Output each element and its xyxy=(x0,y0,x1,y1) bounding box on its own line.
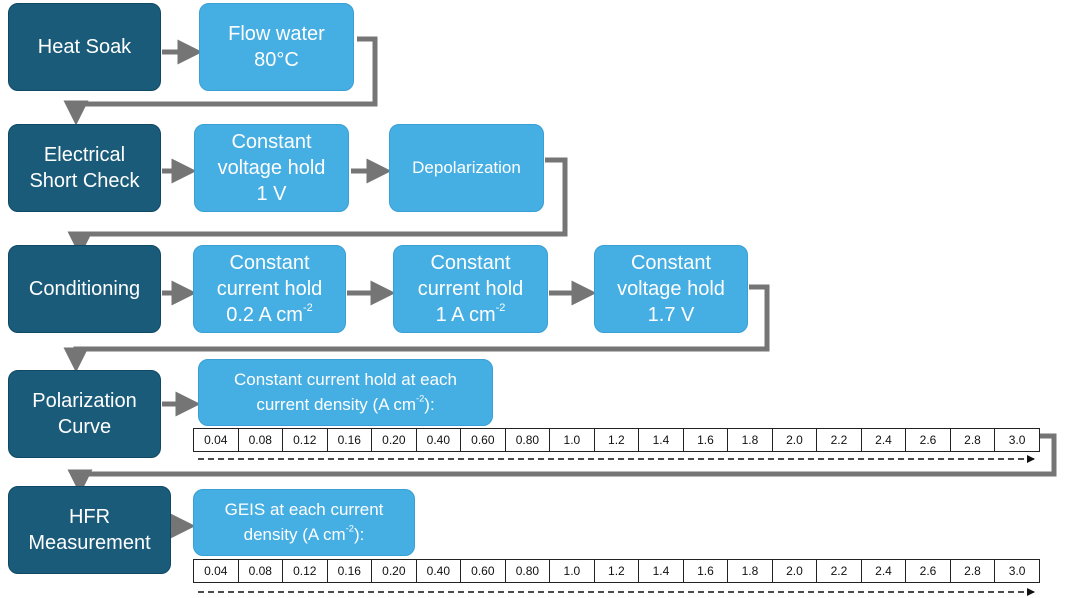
current-density-cell: 2.6 xyxy=(905,428,951,452)
current-density-cell: 1.8 xyxy=(727,428,773,452)
current-density-cell: 2.8 xyxy=(949,559,996,583)
current-density-cell: 2.2 xyxy=(816,559,862,583)
current-density-cell: 2.8 xyxy=(949,428,996,452)
current-density-cell: 0.20 xyxy=(371,559,417,583)
step-label: Polarization xyxy=(32,390,137,412)
action-line: Constant xyxy=(630,252,712,274)
current-density-cell: 0.60 xyxy=(460,428,506,452)
current-density-cell: 2.4 xyxy=(860,559,907,583)
action-line: 1.7 V xyxy=(647,304,695,326)
action-line: current hold xyxy=(417,278,524,300)
current-density-cell: 1.6 xyxy=(682,559,729,583)
action-line: voltage hold xyxy=(217,157,326,179)
arrow-wrap-row1 xyxy=(63,36,378,126)
current-density-cell: 0.40 xyxy=(415,559,462,583)
current-density-cell: 0.16 xyxy=(326,559,373,583)
current-density-cell: 0.12 xyxy=(282,559,328,583)
action-line: 0.2 A cm-2 xyxy=(226,302,313,326)
current-density-cell: 0.04 xyxy=(193,428,239,452)
action-line: density (A cm-2): xyxy=(243,523,365,544)
current-density-cell: 0.20 xyxy=(371,428,417,452)
action-line: 1 V xyxy=(256,183,287,205)
action-line: Constant xyxy=(229,252,310,274)
action-constant-current-1: Constant current hold 1 A cm-2 xyxy=(393,245,548,333)
arrow-wrap-row2 xyxy=(67,157,568,257)
current-density-cell: 1.2 xyxy=(593,559,640,583)
current-density-cell: 0.60 xyxy=(460,559,506,583)
current-density-cell: 0.80 xyxy=(504,559,551,583)
action-depolarization: Depolarization xyxy=(389,124,544,212)
current-density-cell: 2.4 xyxy=(860,428,907,452)
step-label: Conditioning xyxy=(28,278,141,300)
action-line: Constant xyxy=(430,252,511,274)
action-line: Flow water xyxy=(228,23,325,45)
action-polarization-description: Constant current hold at each current de… xyxy=(198,359,493,426)
step-label: HFR xyxy=(68,506,111,528)
current-density-cell: 1.4 xyxy=(638,559,684,583)
action-constant-current-0-2: Constant current hold 0.2 A cm-2 xyxy=(193,245,346,333)
step-hfr-measurement: HFR Measurement xyxy=(8,486,171,574)
step-label: Measurement xyxy=(28,532,151,554)
current-density-cell: 0.04 xyxy=(193,559,239,583)
current-density-cell: 1.6 xyxy=(682,428,729,452)
action-line: GEIS at each current xyxy=(224,499,384,519)
current-density-cell: 0.08 xyxy=(237,428,284,452)
action-constant-voltage-1v: Constant voltage hold 1 V xyxy=(194,124,349,212)
step-heat-soak: Heat Soak xyxy=(8,3,161,91)
current-density-cell: 1.8 xyxy=(727,559,773,583)
current-density-cell: 3.0 xyxy=(994,559,1040,583)
current-density-cell: 0.40 xyxy=(415,428,462,452)
current-density-cell: 0.16 xyxy=(326,428,373,452)
action-line: 1 A cm-2 xyxy=(435,302,506,326)
current-density-cell: 3.0 xyxy=(994,428,1040,452)
arrow-wrap-row3 xyxy=(63,284,770,373)
action-line: Constant xyxy=(231,131,312,153)
step-conditioning: Conditioning xyxy=(8,245,161,333)
action-line: voltage hold xyxy=(617,278,725,300)
action-hfr-description: GEIS at each current density (A cm-2): xyxy=(193,489,415,556)
current-density-cell: 0.12 xyxy=(282,428,328,452)
current-density-cell: 0.08 xyxy=(237,559,284,583)
step-label: Short Check xyxy=(29,170,140,192)
action-constant-voltage-1-7v: Constant voltage hold 1.7 V xyxy=(594,245,748,333)
step-label: Heat Soak xyxy=(37,36,132,58)
current-density-cell: 2.0 xyxy=(771,559,818,583)
current-density-cell: 1.0 xyxy=(549,428,595,452)
current-density-cell: 0.80 xyxy=(504,428,551,452)
current-density-cell: 1.0 xyxy=(549,559,595,583)
action-flow-water: Flow water 80°C xyxy=(199,3,354,91)
action-line: current hold xyxy=(216,278,323,300)
step-polarization-curve: Polarization Curve xyxy=(8,370,161,458)
action-line: 80°C xyxy=(254,49,299,71)
step-electrical-short-check: Electrical Short Check xyxy=(8,124,161,212)
action-line: Depolarization xyxy=(412,157,521,177)
current-density-cell: 1.4 xyxy=(638,428,684,452)
step-label: Curve xyxy=(57,416,112,438)
current-density-cell: 1.2 xyxy=(593,428,640,452)
current-density-cell: 2.0 xyxy=(771,428,818,452)
action-line: current density (A cm-2): xyxy=(256,393,435,414)
current-density-cell: 2.6 xyxy=(905,559,951,583)
arrow-wrap-row4 xyxy=(67,433,1057,495)
action-line: Constant current hold at each xyxy=(233,369,458,389)
step-label: Electrical xyxy=(43,144,126,166)
current-density-cell: 2.2 xyxy=(816,428,862,452)
